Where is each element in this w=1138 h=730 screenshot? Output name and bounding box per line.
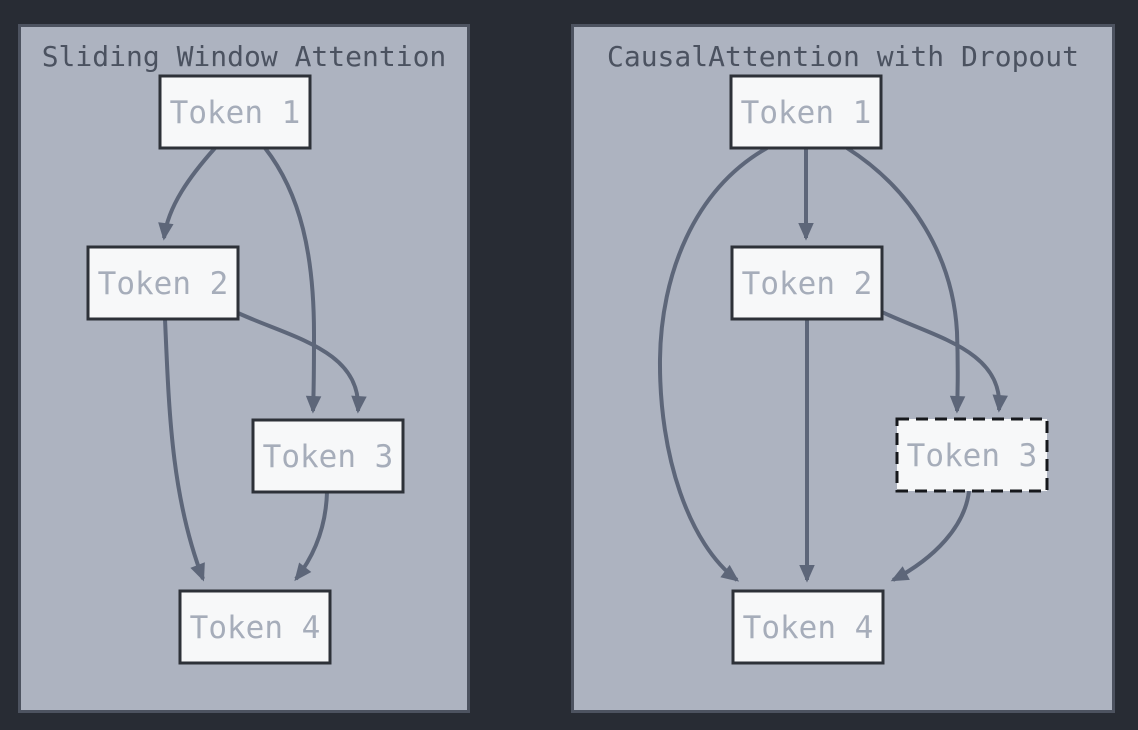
token-3-box (251, 418, 405, 494)
token-2-box (86, 245, 240, 321)
token-4-box (178, 589, 332, 665)
node-token-4: Token 4 (731, 589, 885, 665)
causal-attention-dropout-diagram: CausalAttention with Dropout Token 1 Tok… (571, 24, 1115, 713)
cluster-title: Sliding Window Attention (42, 40, 447, 73)
token-1-box (729, 74, 883, 150)
token-3-label: Token 3 (263, 439, 394, 475)
node-token-2: Token 2 (86, 245, 240, 321)
token-1-label: Token 1 (741, 95, 872, 131)
causal-attention-dropout-panel: CausalAttention with Dropout Token 1 Tok… (571, 24, 1115, 713)
edge-token1-token3 (845, 146, 966, 414)
edge-token2-token4 (163, 318, 205, 582)
token-4-label: Token 4 (743, 610, 874, 646)
edge-token1-token4 (657, 146, 768, 582)
cluster-title: CausalAttention with Dropout (607, 40, 1079, 73)
token-3-label: Token 3 (907, 438, 1038, 474)
token-4-box (731, 589, 885, 665)
node-token-1: Token 1 (158, 74, 312, 150)
edge-token2-token3 (237, 311, 367, 414)
token-4-label: Token 4 (190, 610, 321, 646)
node-token-3-dropped: Token 3 (895, 417, 1049, 493)
token-1-box (158, 74, 312, 150)
edge-token1-token2 (158, 146, 217, 241)
edge-token3-token4 (890, 490, 971, 582)
token-2-label: Token 2 (742, 266, 873, 302)
node-token-3: Token 3 (251, 418, 405, 494)
sliding-window-attention-diagram: Sliding Window Attention Token 1 Token 2… (18, 24, 470, 713)
token-2-box (730, 245, 884, 321)
edge-token2-token3 (881, 310, 1008, 413)
edge-token3-token4 (294, 491, 329, 582)
node-token-1: Token 1 (729, 74, 883, 150)
node-token-2: Token 2 (730, 245, 884, 321)
edge-token1-token3 (263, 146, 322, 414)
sliding-window-attention-panel: Sliding Window Attention Token 1 Token 2… (18, 24, 470, 713)
node-token-4: Token 4 (178, 589, 332, 665)
token-2-label: Token 2 (98, 266, 229, 302)
token-3-box-dashed (895, 417, 1049, 493)
token-1-label: Token 1 (170, 95, 301, 131)
